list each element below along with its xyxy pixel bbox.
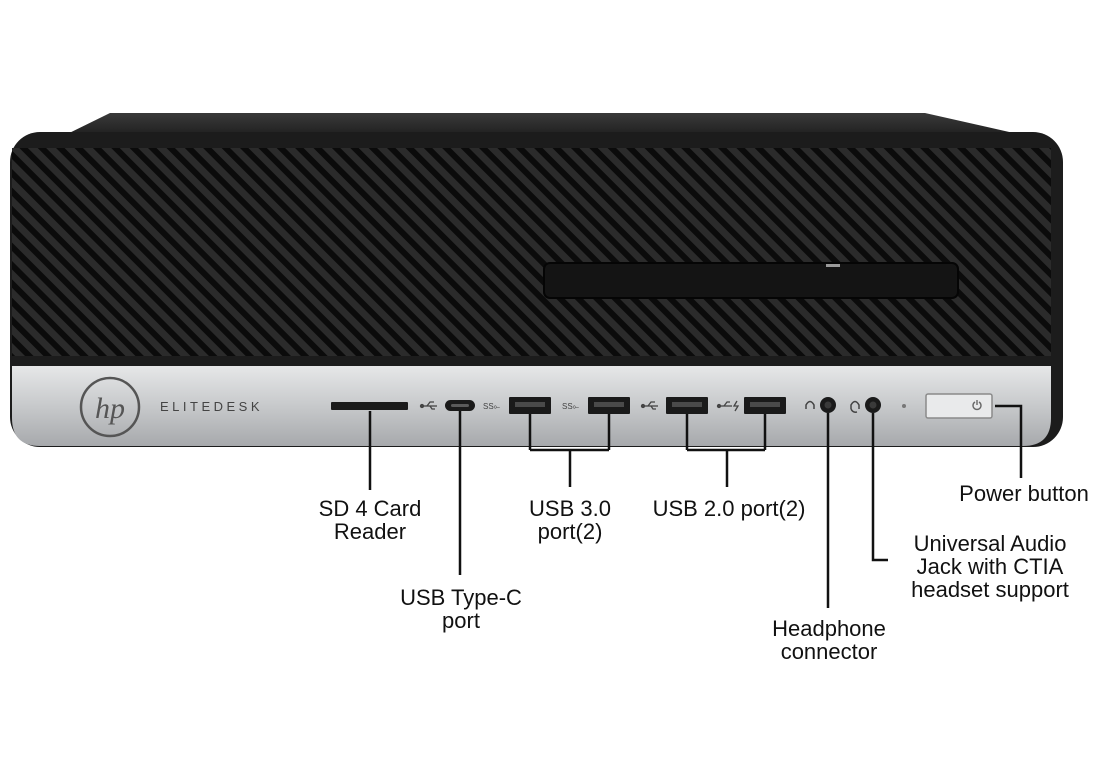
front-grille bbox=[12, 148, 1051, 356]
hp-logo-text: hp bbox=[95, 392, 125, 425]
usb-ss-icon: SS⟜ bbox=[483, 402, 501, 411]
usb-icon bbox=[640, 401, 658, 410]
callout-universal-audio-jack: Universal Audio Jack with CTIA headset s… bbox=[911, 531, 1069, 602]
power-icon bbox=[972, 400, 982, 411]
power-button[interactable] bbox=[925, 393, 993, 419]
headphone-icon bbox=[805, 400, 815, 409]
leader-lines bbox=[368, 404, 1023, 608]
callout-power-button: Power button bbox=[959, 481, 1089, 506]
callout-headphone: Headphone connector bbox=[772, 616, 886, 664]
callout-usb-type-c: USB Type-C port bbox=[400, 585, 522, 633]
callout-sd-card-reader: SD 4 Card Reader bbox=[318, 496, 422, 544]
drive-activity-led bbox=[902, 404, 906, 408]
headset-icon bbox=[850, 400, 860, 413]
optical-drive-bay bbox=[543, 262, 959, 299]
optical-drive-indicator bbox=[826, 264, 840, 267]
sd-card-slot[interactable] bbox=[331, 402, 408, 410]
callout-usb-2: USB 2.0 port(2) bbox=[652, 496, 806, 521]
model-name: ELITEDESK bbox=[160, 399, 263, 414]
usb-charging-icon bbox=[716, 400, 740, 412]
usb-ss-icon: SS⟜ bbox=[562, 402, 580, 411]
hp-logo: hp bbox=[79, 376, 141, 438]
callout-usb-3: USB 3.0 port(2) bbox=[529, 496, 611, 544]
usb-icon bbox=[419, 401, 437, 410]
